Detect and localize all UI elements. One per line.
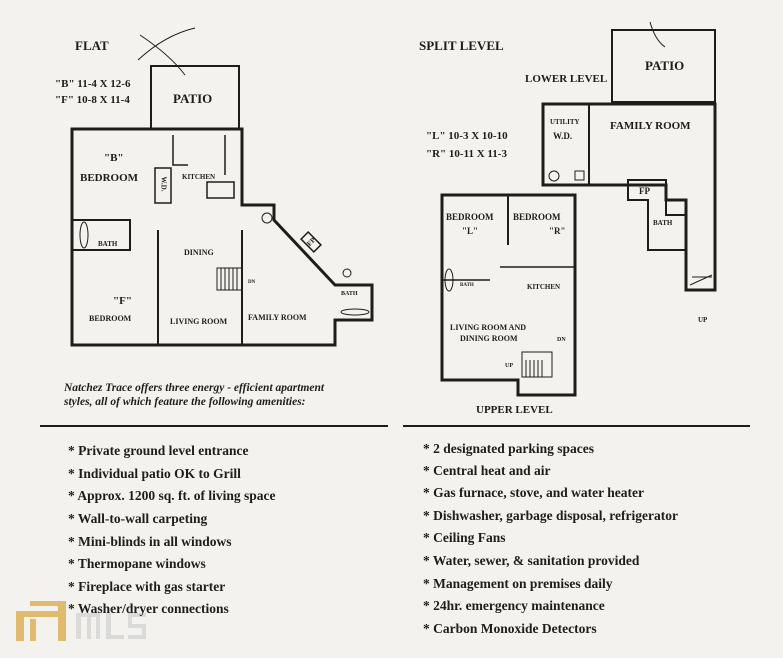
flat-title: FLAT <box>75 38 109 53</box>
split-utility-label: UTILITY <box>550 118 580 126</box>
flat-family-room-label: FAMILY ROOM <box>248 313 307 322</box>
split-kitchen-label: KITCHEN <box>527 283 561 291</box>
amenity-item: * Thermopane windows <box>68 556 206 571</box>
flat-patio-label: PATIO <box>173 91 213 106</box>
flat-floor-plan <box>70 27 374 347</box>
intro-line-1: Natchez Trace offers three energy - effi… <box>64 382 325 394</box>
amenity-item: * Approx. 1200 sq. ft. of living space <box>68 488 276 503</box>
intro-line-2: styles, all of which feature the followi… <box>64 396 306 408</box>
split-family-room-label: FAMILY ROOM <box>610 120 691 132</box>
split-living-dining-label-1: LIVING ROOM AND <box>450 323 527 332</box>
amenity-item: * 24hr. emergency maintenance <box>423 598 605 613</box>
amenity-item: * Water, sewer, & sanitation provided <box>423 553 640 568</box>
amenity-item: * Gas furnace, stove, and water heater <box>423 485 644 500</box>
flat-bath2-label: BATH <box>341 291 358 297</box>
divider-left <box>40 425 388 427</box>
flat-living-room-label: LIVING ROOM <box>170 317 228 326</box>
flat-kitchen-label: KITCHEN <box>182 173 216 181</box>
amenity-item: * Individual patio OK to Grill <box>68 466 241 481</box>
amenity-item: * Central heat and air <box>423 463 551 478</box>
amenity-item: * Fireplace with gas starter <box>68 579 226 594</box>
flat-bedroom-f-label: BEDROOM <box>89 314 132 323</box>
split-dn-label: DN <box>557 337 566 343</box>
amenity-item: * Ceiling Fans <box>423 530 506 545</box>
amenity-item: * Private ground level entrance <box>68 443 249 458</box>
flat-bedroom-f-tag: "F" <box>113 295 132 307</box>
flat-bedroom-b-tag: "B" <box>104 152 124 164</box>
watermark-letter-shapes <box>76 613 146 639</box>
flat-dimension-b: "B" 11-4 X 12-6 <box>55 78 131 90</box>
split-living-dining-label-2: DINING ROOM <box>460 334 518 343</box>
split-lower-up-label: UP <box>698 316 708 324</box>
split-bedroom-r-tag: "R" <box>549 226 566 236</box>
split-dimension-l: "L" 10-3 X 10-10 <box>426 130 508 142</box>
split-lower-bath-label: BATH <box>653 219 673 227</box>
split-up-label: UP <box>505 363 513 369</box>
split-fp-label: FP <box>639 186 650 196</box>
split-bedroom-r-label: BEDROOM <box>513 212 561 222</box>
flat-dining-label: DINING <box>184 248 214 257</box>
split-lower-level-label: LOWER LEVEL <box>525 73 608 85</box>
flat-dn-label: DN <box>248 280 256 285</box>
split-patio-label: PATIO <box>645 58 685 73</box>
amenity-item: * Mini-blinds in all windows <box>68 534 232 549</box>
amenity-item: * 2 designated parking spaces <box>423 441 595 456</box>
split-dimension-r: "R" 10-11 X 11-3 <box>426 148 507 160</box>
amenity-item: * Management on premises daily <box>423 576 613 591</box>
split-wd-label: W.D. <box>553 131 573 141</box>
divider-right <box>403 425 750 427</box>
flat-dimension-f: "F" 10-8 X 11-4 <box>55 94 130 106</box>
flat-wd-label: W.D. <box>159 176 168 192</box>
split-bedroom-l-tag: "L" <box>462 226 478 236</box>
amenity-item: * Dishwasher, garbage disposal, refriger… <box>423 508 678 523</box>
split-upper-level-label: UPPER LEVEL <box>476 404 553 416</box>
split-bedroom-l-label: BEDROOM <box>446 212 494 222</box>
intro-text: Natchez Trace offers three energy - effi… <box>64 381 324 409</box>
split-level-floor-plan <box>440 21 717 397</box>
amenity-item: * Washer/dryer connections <box>68 601 229 616</box>
amenity-item: * Carbon Monoxide Detectors <box>423 621 597 636</box>
georgia-mls-watermark-logo <box>16 601 146 641</box>
flat-bedroom-b-label: BEDROOM <box>80 172 139 184</box>
amenity-item: * Wall-to-wall carpeting <box>68 511 208 526</box>
split-title: SPLIT LEVEL <box>419 38 504 53</box>
flat-bath-label: BATH <box>98 240 118 248</box>
split-upper-bath-label: BATH <box>460 283 474 288</box>
